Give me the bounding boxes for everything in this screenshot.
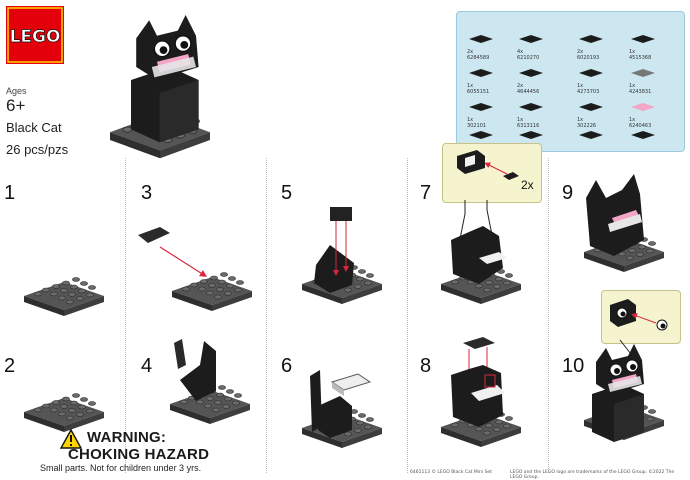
warning-triangle-icon — [59, 428, 83, 449]
inventory-part-id: 6020193 — [577, 55, 600, 61]
column-divider — [407, 158, 409, 473]
inventory-part-id: 4644456 — [517, 89, 540, 95]
set-name: Black Cat — [6, 120, 62, 135]
part-icon — [519, 35, 543, 43]
step-number: 10 — [562, 355, 585, 377]
part-icon — [519, 103, 543, 111]
step-3-illustration — [134, 225, 264, 330]
inventory-qty: 1x — [517, 117, 524, 123]
inventory-qty: 1x — [629, 117, 636, 123]
inventory-part-id: 6313116 — [517, 123, 540, 129]
part-icon — [579, 131, 603, 139]
warning-hazard: CHOKING HAZARD — [68, 446, 210, 463]
inventory-qty: 1x — [467, 83, 474, 89]
step-9-illustration — [576, 170, 684, 285]
inventory-qty: 1x — [467, 117, 474, 123]
ages-value: 6+ — [6, 96, 26, 115]
inventory-qty: 1x — [577, 83, 584, 89]
inventory-part-id: 6240463 — [629, 123, 652, 129]
part-icon — [631, 35, 655, 43]
step-1-illustration — [20, 272, 110, 327]
step-10-callout — [601, 290, 681, 344]
inventory-part-id: 302226 — [577, 123, 597, 129]
inventory-part-id: 4273703 — [577, 89, 600, 95]
lego-logo: LEGO — [6, 6, 64, 64]
warning-title: WARNING: — [87, 429, 167, 446]
inventory-part-id: 4515368 — [629, 55, 652, 61]
warning-icon — [59, 428, 83, 454]
column-divider — [266, 158, 268, 473]
inventory-qty: 2x — [517, 83, 524, 89]
inventory-part-id: 4243831 — [629, 89, 652, 95]
legal-set-note: 6461113 © LEGO Black Cat Mini Set — [410, 470, 492, 475]
step-number: 3 — [141, 182, 153, 204]
hero-model-image — [96, 14, 226, 173]
step-10-illustration — [576, 338, 684, 453]
step-number: 4 — [141, 355, 153, 377]
part-icon — [579, 103, 603, 111]
inventory-part-id: 6210270 — [517, 55, 540, 61]
part-icon — [579, 35, 603, 43]
part-icon — [631, 103, 655, 111]
column-divider — [548, 158, 550, 473]
part-icon — [579, 69, 603, 77]
step-8-illustration — [435, 335, 545, 460]
legal-trademark: LEGO and the LEGO logo are trademarks of… — [510, 470, 675, 480]
part-icon — [469, 69, 493, 77]
part-icon — [519, 69, 543, 77]
part-icon — [519, 131, 543, 139]
inventory-qty: 2x — [577, 49, 584, 55]
logo-text: LEGO — [10, 27, 61, 47]
inventory-qty: 2x — [467, 49, 474, 55]
step-6-illustration — [296, 362, 396, 467]
inventory-item — [629, 126, 683, 145]
part-icon — [469, 35, 493, 43]
step-number: 2 — [4, 355, 16, 377]
step-7-illustration — [435, 200, 545, 325]
inventory-qty: 1x — [629, 83, 636, 89]
inventory-qty: 4x — [517, 49, 524, 55]
inventory-part-id: 302101 — [467, 123, 487, 129]
part-icon — [631, 131, 655, 139]
step-4-illustration — [160, 335, 260, 450]
step-5-illustration — [296, 205, 396, 330]
step-number: 8 — [420, 355, 432, 377]
column-divider — [125, 158, 127, 473]
step-number: 1 — [4, 182, 16, 204]
inventory-qty: 1x — [629, 49, 636, 55]
step-number: 9 — [562, 182, 574, 204]
step-number: 7 — [420, 182, 432, 204]
inventory-item — [577, 126, 631, 145]
piece-count: 26 pcs/pzs — [6, 142, 69, 157]
inventory-part-id: 6284589 — [467, 55, 490, 61]
step-7-callout: 2x — [442, 143, 542, 203]
inventory-part-id: 6055151 — [467, 89, 490, 95]
step-number: 6 — [281, 355, 293, 377]
ages-label: Ages — [6, 86, 27, 96]
callout-multiplier: 2x — [521, 178, 534, 192]
part-icon — [631, 69, 655, 77]
step-number: 5 — [281, 182, 293, 204]
warning-subtitle: Small parts. Not for children under 3 yr… — [40, 463, 202, 473]
inventory-qty: 1x — [577, 117, 584, 123]
part-icon — [469, 131, 493, 139]
part-icon — [469, 103, 493, 111]
